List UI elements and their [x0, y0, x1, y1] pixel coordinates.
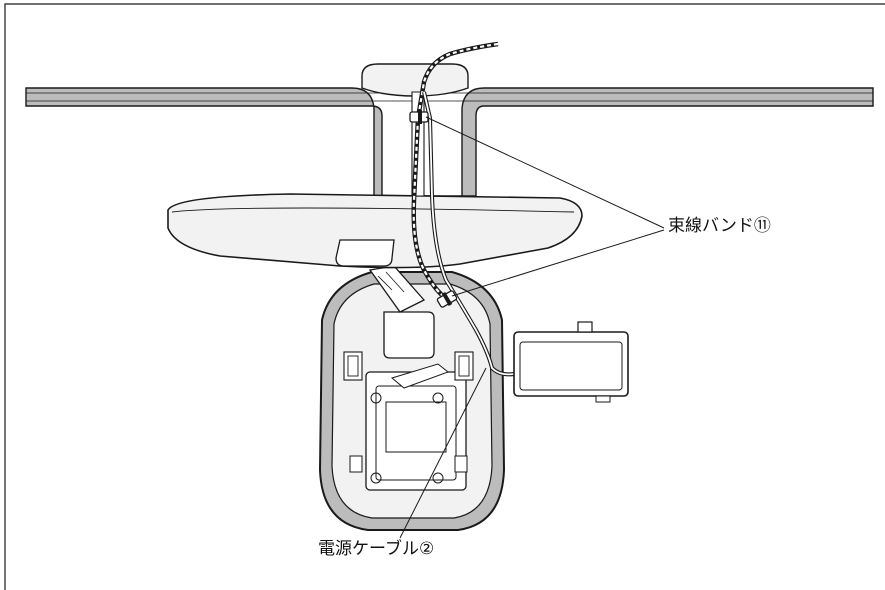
mount-plate — [365, 371, 467, 491]
cable-tie-lower-buckle — [441, 291, 453, 307]
roof-rail — [25, 87, 874, 197]
clip-left-lower — [349, 455, 363, 473]
mirror-mount — [335, 239, 395, 267]
mount-plate-inner — [375, 385, 457, 481]
mirror-edge-line — [171, 207, 575, 213]
power-cable-label: 電源ケーブル② — [318, 539, 435, 559]
latch-plate — [390, 363, 450, 389]
mirror-arm-ribs — [377, 271, 405, 293]
screw-icon — [432, 392, 444, 404]
clip-right-inner — [458, 355, 470, 377]
cable-tie-label: 束線バンド⑪ — [668, 216, 771, 236]
clip-left — [343, 351, 363, 381]
screw-icon — [432, 472, 444, 484]
screw-icon — [370, 472, 382, 484]
hidden-cable-dashes — [412, 42, 499, 299]
power-module-foot — [595, 395, 611, 403]
power-module-connector — [577, 321, 593, 333]
camera-body — [383, 311, 435, 359]
cable-tie-upper-buckle — [418, 110, 422, 124]
leader-line-tie-lower — [451, 229, 665, 297]
rear-view-mirror — [167, 193, 583, 269]
clip-left-inner — [347, 355, 359, 377]
clip-right-lower — [454, 455, 468, 473]
power-cable-core — [423, 91, 515, 376]
clip-right — [454, 351, 474, 381]
mount-plate-window — [385, 401, 447, 453]
leader-line-cable — [399, 367, 487, 539]
mount-cap — [361, 63, 469, 97]
power-module-face — [519, 341, 623, 391]
leader-line-tie-upper — [425, 116, 665, 229]
screw-icon — [370, 392, 382, 404]
frame-border — [4, 3, 885, 590]
